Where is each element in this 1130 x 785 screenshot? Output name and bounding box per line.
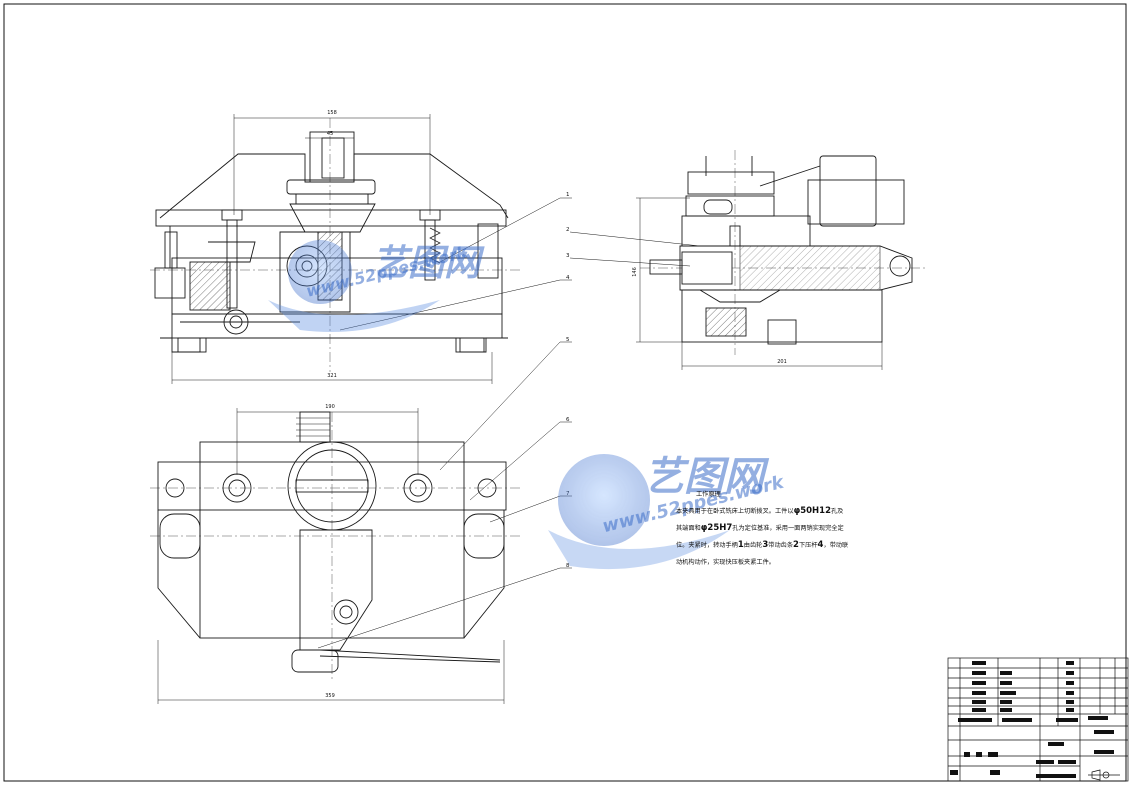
- part-number: 4: [566, 275, 570, 281]
- title-block-fill: [950, 661, 1114, 778]
- dim-plan-top: 190: [325, 404, 335, 410]
- sheet-border: [3, 3, 1127, 782]
- part-number: 8: [566, 563, 570, 569]
- notes-title: 工作原理: [696, 491, 721, 498]
- projection-symbol: [1088, 769, 1120, 781]
- notes-line: 其端面和φ25H7孔为定位基准，采用一面两销实现完全定: [676, 523, 844, 533]
- watermark-brand: 艺图网: [644, 454, 764, 500]
- notes-line: 动机构动作，实现快压板夹紧工件。: [676, 559, 775, 566]
- dim-side-height: 146: [632, 267, 638, 277]
- dim-plan-bottom: 359: [325, 693, 335, 699]
- part-number: 5: [566, 337, 570, 343]
- dim-front-top: 158: [327, 110, 337, 116]
- dim-front-inner: 45: [327, 131, 333, 137]
- notes-line: 位。夹紧时，转动手柄1由齿轮3带动齿条2下压杆4，带动联: [676, 540, 849, 550]
- leader-lines: [317, 197, 701, 649]
- dim-side-bottom: 201: [777, 359, 787, 365]
- part-number: 3: [566, 253, 570, 259]
- plan-view: [150, 408, 520, 704]
- watermark-brand: 艺图网: [372, 243, 481, 284]
- dim-front-bottom: 321: [327, 373, 337, 379]
- technical-notes: 工作原理 本夹具用于在卧式铣床上切断拨叉。工件以φ50H12孔及 其端面和φ25…: [676, 486, 906, 571]
- side-view: [636, 150, 925, 370]
- notes-line: 本夹具用于在卧式铣床上切断拨叉。工件以φ50H12孔及: [676, 506, 844, 516]
- part-number: 1: [566, 192, 570, 198]
- part-number: 6: [566, 417, 570, 423]
- part-number: 2: [566, 227, 570, 233]
- watermark-logo: [268, 240, 730, 570]
